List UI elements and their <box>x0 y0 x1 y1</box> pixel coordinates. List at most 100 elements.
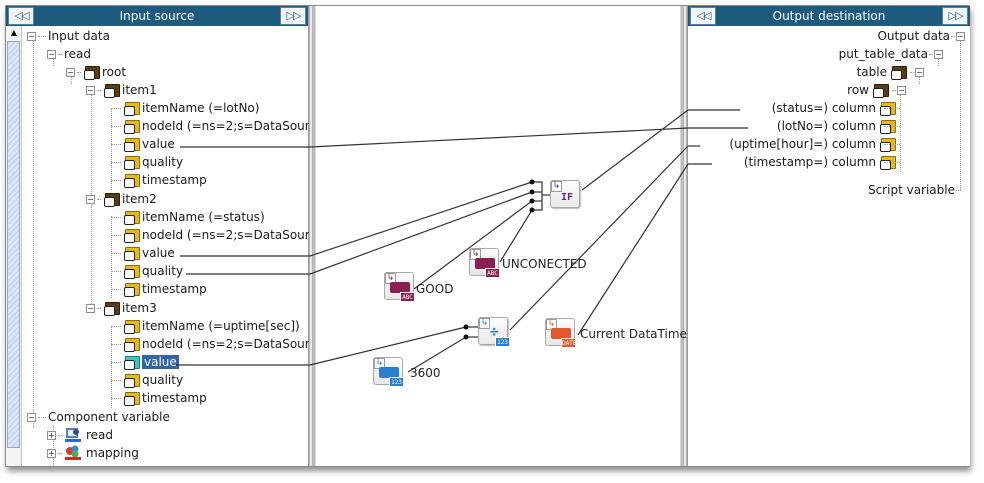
tree-leaf-selected[interactable]: value <box>111 353 179 371</box>
folder-icon <box>123 391 140 406</box>
folder-icon <box>83 65 100 80</box>
collapse-icon[interactable]: − <box>956 31 965 41</box>
collapse-icon[interactable]: − <box>934 49 943 59</box>
tree-leaf[interactable]: value <box>111 244 175 262</box>
folder-icon <box>103 301 120 316</box>
function-arrow-icon: ↳ <box>479 318 490 329</box>
tree-node-component-read[interactable]: + read <box>47 427 114 443</box>
collapse-icon[interactable]: − <box>86 194 95 204</box>
tree-node-script-variable[interactable]: Script variable <box>867 183 955 197</box>
output-column-uptime[interactable]: (uptime[hour]=) column <box>729 135 898 153</box>
folder-icon <box>123 355 140 370</box>
folder-icon <box>123 373 140 388</box>
tree-leaf[interactable]: nodeId (=ns=2;s=DataSour <box>111 335 310 353</box>
collapse-icon[interactable]: − <box>86 85 95 95</box>
collapse-icon[interactable]: − <box>897 85 906 95</box>
string-type-tag: ABC <box>485 268 500 278</box>
tree-leaf[interactable]: value <box>111 135 175 153</box>
tree-leaf[interactable]: quality <box>111 371 183 389</box>
input-source-panel: ◁◁ Input source ▷▷ ▲ − Input data − read <box>6 6 310 466</box>
collapse-icon[interactable]: − <box>915 67 924 77</box>
folder-icon <box>103 83 120 98</box>
tree-leaf[interactable]: timestamp <box>111 389 207 407</box>
tree-node-input-data[interactable]: − Input data <box>27 29 110 43</box>
output-column-lotno[interactable]: (lotNo=) column <box>777 117 898 135</box>
folder-icon <box>123 264 140 279</box>
constant-datetime-block[interactable]: ↳ DATE <box>545 318 577 348</box>
number-type-tag: 123 <box>389 377 404 387</box>
input-tree: − Input data − read − root − item1 itemN… <box>6 26 310 466</box>
scroll-up-arrow-icon[interactable]: ▲ <box>10 28 18 37</box>
tree-node-put-table-data[interactable]: put_table_data − <box>838 47 943 61</box>
input-tree-scrollbar[interactable]: ▲ <box>6 26 22 466</box>
if-function-block[interactable]: ↳ IF <box>550 180 580 208</box>
tree-leaf[interactable]: nodeId (=ns=2;s=DataSour <box>111 226 310 244</box>
output-tree: Output data − put_table_data − table − r… <box>688 26 970 466</box>
constant-unconnected-label: UNCONECTED <box>502 257 587 271</box>
folder-icon <box>123 173 140 188</box>
folder-icon <box>890 65 907 80</box>
tree-node-item3[interactable]: − item3 <box>86 301 157 316</box>
divide-icon: ÷ <box>490 324 499 340</box>
collapse-left-button[interactable]: ◁◁ <box>690 7 716 25</box>
folder-icon <box>123 119 140 134</box>
tree-leaf[interactable]: timestamp <box>111 171 207 189</box>
tree-leaf[interactable]: timestamp <box>111 280 207 298</box>
collapse-icon[interactable]: − <box>27 31 36 41</box>
expand-icon[interactable]: + <box>47 430 56 440</box>
collapse-icon[interactable]: − <box>47 49 56 59</box>
divide-function-block[interactable]: ↳ ÷ 123 <box>478 317 510 347</box>
collapse-left-button[interactable]: ◁◁ <box>8 7 34 25</box>
tree-node-row[interactable]: row − <box>847 83 906 98</box>
tree-node-output-data[interactable]: Output data − <box>877 29 965 43</box>
folder-icon <box>103 192 120 207</box>
tree-leaf[interactable]: quality <box>111 153 183 171</box>
function-arrow-icon: ↳ <box>551 181 562 192</box>
tree-node-item1[interactable]: − item1 <box>86 83 157 98</box>
constant-good-block[interactable]: ↳ ABC <box>384 272 415 302</box>
output-column-status[interactable]: (status=) column <box>772 99 898 117</box>
expand-right-button[interactable]: ▷▷ <box>942 7 968 25</box>
tree-leaf[interactable]: quality <box>111 262 183 280</box>
constant-3600-block[interactable]: ↳ 123 <box>373 357 404 387</box>
folder-icon <box>123 101 140 116</box>
folder-icon <box>123 319 140 334</box>
tree-leaf[interactable]: itemName (=uptime[sec]) <box>111 317 300 335</box>
number-tag: 123 <box>495 337 510 347</box>
tree-node-read[interactable]: − read <box>47 47 92 61</box>
constant-datetime-label: Current DataTime <box>580 327 687 341</box>
tree-leaf[interactable]: itemName (=lotNo) <box>111 99 259 117</box>
folder-icon <box>123 228 140 243</box>
date-type-tag: DATE <box>561 338 577 348</box>
expand-right-button[interactable]: ▷▷ <box>280 7 306 25</box>
expand-icon[interactable]: + <box>47 448 56 458</box>
read-component-icon <box>64 427 82 443</box>
string-type-tag: ABC <box>400 292 415 302</box>
input-source-title: Input source <box>119 9 195 23</box>
collapse-icon[interactable]: − <box>27 412 36 422</box>
folder-icon <box>123 246 140 261</box>
mapping-component-icon <box>64 445 82 461</box>
tree-node-item2[interactable]: − item2 <box>86 192 157 207</box>
collapse-icon[interactable]: − <box>86 303 95 313</box>
tree-leaf[interactable]: itemName (=status) <box>111 208 265 226</box>
mapping-canvas[interactable] <box>313 6 683 466</box>
tree-node-component-mapping[interactable]: + mapping <box>47 445 139 461</box>
collapse-icon[interactable]: − <box>66 67 75 77</box>
folder-icon <box>872 83 889 98</box>
output-column-timestamp[interactable]: (timestamp=) column <box>744 153 898 171</box>
scroll-thumb[interactable] <box>7 41 20 448</box>
tree-leaf[interactable]: nodeId (=ns=2;s=DataSour <box>111 117 310 135</box>
constant-3600-label: 3600 <box>410 366 441 380</box>
input-source-header: ◁◁ Input source ▷▷ <box>6 6 308 26</box>
tree-node-component-variable[interactable]: − Component variable <box>27 410 170 424</box>
folder-icon <box>123 210 140 225</box>
tree-node-table[interactable]: table − <box>856 65 924 80</box>
constant-unconnected-block[interactable]: ↳ ABC <box>469 248 500 278</box>
output-destination-header: ◁◁ Output destination ▷▷ <box>688 6 970 26</box>
mapping-editor-window: ◁◁ Input source ▷▷ ▲ − Input data − read <box>5 5 970 467</box>
folder-icon <box>123 337 140 352</box>
tree-node-root[interactable]: − root <box>66 65 127 80</box>
folder-icon <box>123 282 140 297</box>
folder-icon <box>123 137 140 152</box>
